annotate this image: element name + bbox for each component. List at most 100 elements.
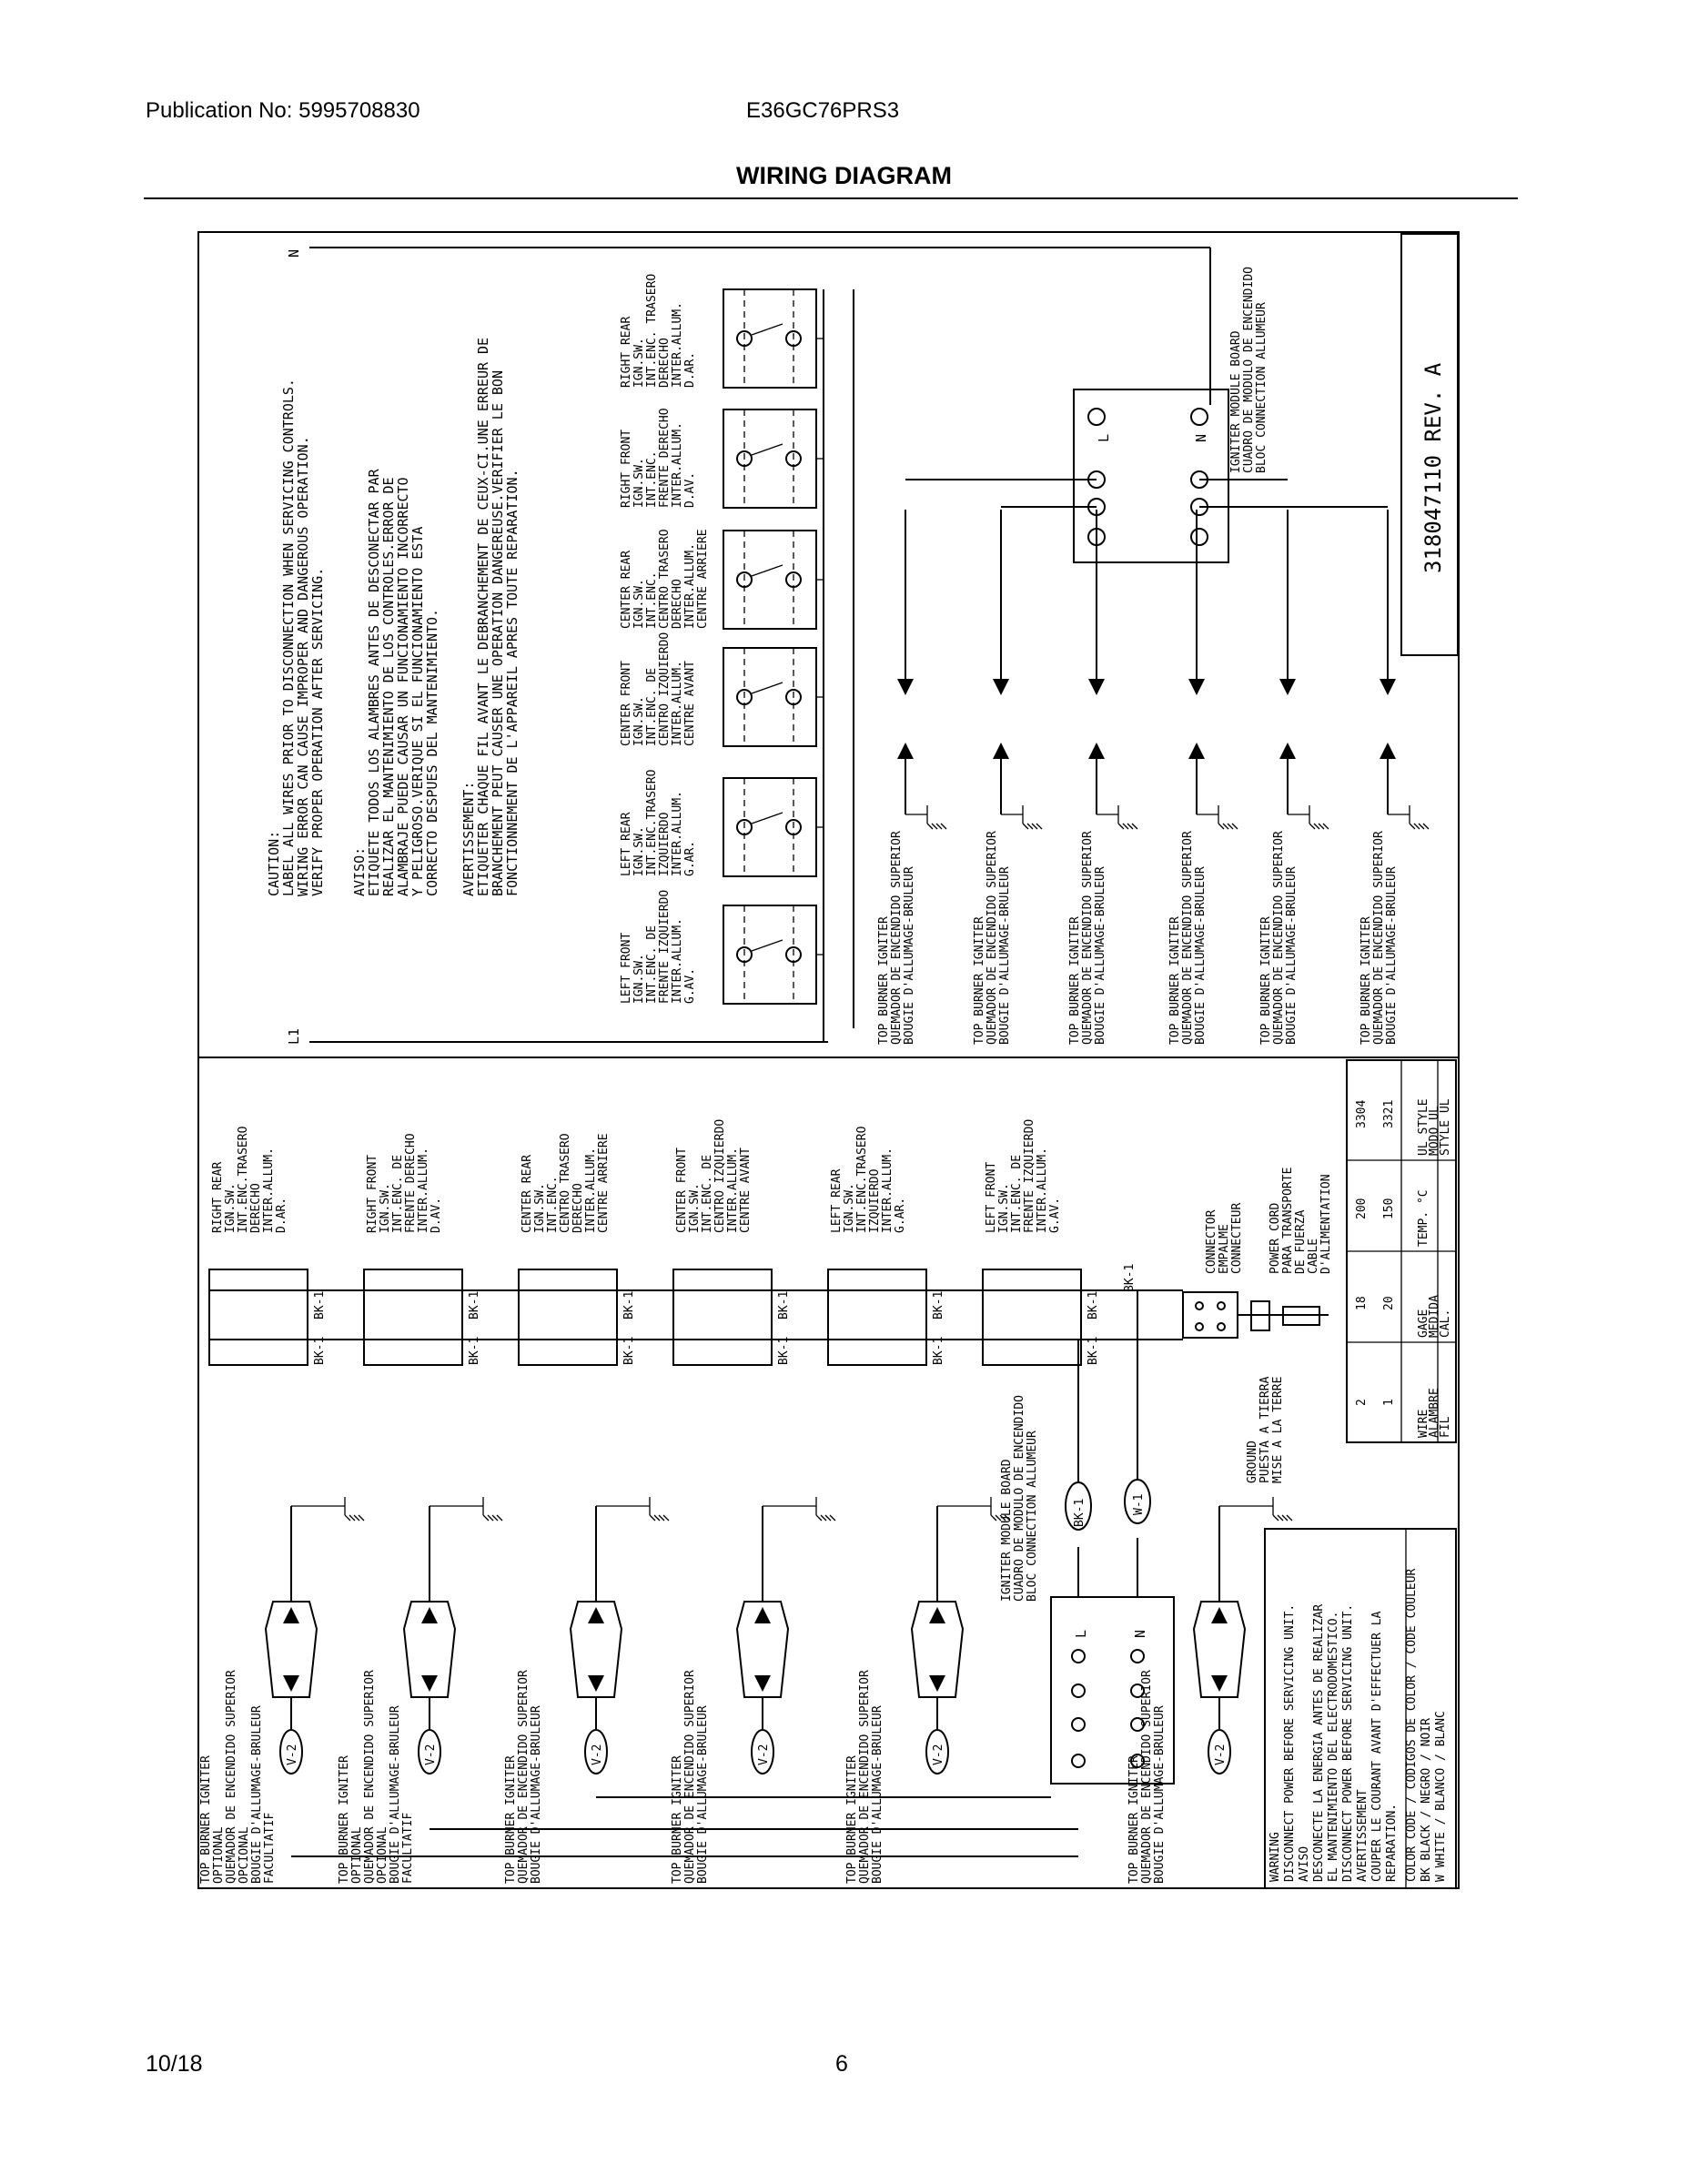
l1-label: L1	[286, 1028, 302, 1045]
connector-label-line: EMPALME	[1218, 1224, 1231, 1274]
upper-switch-label-1-line: G.AV.	[683, 968, 697, 1004]
warning-frame	[1264, 1528, 1457, 1889]
lower-igniter-label-3-line: TOP BURNER IGNITER	[504, 1755, 518, 1884]
lower-switch-label-4-line: IGN.SW.	[688, 1183, 702, 1233]
wire-val-2: 2	[1355, 1399, 1369, 1406]
v2-tag-label: V-2	[424, 1744, 438, 1765]
gage-header-line: MEDIDA	[1428, 1295, 1441, 1338]
ground-hatch	[1022, 823, 1029, 830]
gage-header-line: CAL.	[1439, 1309, 1452, 1338]
ground-hatch	[1309, 823, 1316, 830]
plug	[1282, 1306, 1320, 1326]
warning-text-line: DESCONECTE LA ENERGIA ANTES DE REALIZAR	[1312, 1604, 1326, 1882]
igniter-arrow-down	[993, 679, 1009, 695]
lower-switch-label-5-line: IZQUIERDO	[868, 1168, 882, 1233]
ground-hatch	[940, 823, 947, 830]
n-label: N	[286, 249, 302, 258]
module-terminal	[1130, 1649, 1145, 1663]
temp-val-1: 150	[1382, 1198, 1396, 1219]
lower-switch-label-3-line: DERECHO	[571, 1183, 585, 1233]
temp-header: TEMP. °C	[1417, 1189, 1430, 1247]
bk1-label: BK-1	[622, 1337, 636, 1365]
warning-text-line: AVISO	[1298, 1846, 1311, 1882]
power-cord-label-line: D'ALIMENTATION	[1319, 1174, 1333, 1274]
module-terminal	[1071, 1684, 1086, 1698]
upper-switch-label-4-line: CENTER REAR	[620, 551, 633, 629]
lower-switch-label-1-line: INTER.ALLUM.	[262, 1148, 276, 1233]
bk1-tag-label: BK-1	[1073, 1499, 1087, 1527]
wire-header-line: WIRE	[1417, 1410, 1430, 1438]
ground-hatch	[1231, 823, 1238, 830]
lower-igniter-label-1-line: TOP BURNER IGNITER	[199, 1755, 213, 1884]
lower-switch-label-2-line: FRENTE DERECHO	[404, 1133, 418, 1233]
warning-text-line: REPARATION.	[1385, 1804, 1399, 1882]
bk1-label-line: BK-1	[313, 1337, 327, 1365]
lower-igniter-label-2-line: QUEMADOR DE ENCENDIDO SUPERIOR	[363, 1670, 377, 1884]
ground-hatch	[1422, 823, 1430, 830]
bk1-label-line: BK-1	[932, 1337, 945, 1365]
warning-text-line: AVERTISSEMENT	[1356, 1789, 1370, 1882]
ground-hatch	[353, 1514, 360, 1522]
upper-switch-label-3-line: INTER.ALLUM.	[671, 661, 684, 746]
upper-module-label-line: BLOC CONNECTION ALLUMEUR	[1255, 302, 1269, 473]
ground-hatch	[662, 1514, 670, 1522]
ground-hatch	[1227, 823, 1234, 830]
switch-blade	[751, 323, 783, 336]
ground-hatch	[491, 1514, 499, 1522]
bk1-label-line: BK-1	[468, 1291, 481, 1320]
igniter-arrow-up	[283, 1607, 299, 1623]
ground-hatch	[926, 823, 934, 830]
ground-hatch	[1318, 823, 1325, 830]
upper-switch-label-2-line: INTER.ALLUM.	[671, 791, 684, 876]
igniter-ground	[905, 805, 947, 830]
lower-switch-label-1-line: IGN.SW.	[224, 1183, 238, 1233]
v2-tag	[1208, 1729, 1231, 1774]
ground-hatch	[995, 1514, 1002, 1522]
bk1-label-line: BK-1	[468, 1337, 481, 1365]
gage-header-line: GAGE	[1417, 1309, 1430, 1338]
igniter-arrow-down	[897, 679, 914, 695]
bk1-label-line: BK-1	[622, 1337, 636, 1365]
wire-header-line: FIL	[1439, 1416, 1452, 1438]
upper-switch-label-4-line: CENTRE ARRIERE	[696, 529, 710, 629]
lower-switch-label-6-line: INTER.ALLUM.	[1036, 1148, 1049, 1233]
bk1-label-line: BK-1	[1087, 1291, 1100, 1320]
igniter-body	[1192, 1601, 1247, 1698]
ground-hatch	[1281, 1514, 1289, 1522]
bk1-label: BK-1	[468, 1291, 481, 1320]
igniter-arrow-down	[588, 1675, 604, 1692]
upper-switch-label-5-line: INT.ENC.	[645, 450, 659, 508]
ground-hatch	[1413, 823, 1420, 830]
publication-number: Publication No: 5995708830	[146, 98, 420, 123]
power-cord-label-line: POWER CORD	[1269, 1203, 1282, 1274]
module-terminal	[1190, 408, 1208, 426]
upper-switch-label-6-line: RIGHT REAR	[620, 317, 633, 388]
upper-module-label-line: IGNITER MODULE BOARD	[1229, 330, 1243, 473]
upper-switch-label-4-line: DERECHO	[671, 579, 684, 629]
module-terminal	[1130, 1754, 1145, 1768]
aviso-text-line: AVISO:	[351, 847, 368, 896]
lower-switch-label-6-line: INT.ENC. DE	[1010, 1155, 1024, 1233]
wire-val-2-line: 2	[1355, 1399, 1369, 1406]
lower-igniter-label-6-line: QUEMADOR DE ENCENDIDO SUPERIOR	[1140, 1670, 1154, 1884]
igniter-ground	[461, 1497, 503, 1522]
ground-hatch	[1322, 823, 1329, 830]
upper-igniter-label-1-line: TOP BURNER IGNITER	[877, 916, 891, 1045]
temp-val-1-line: 150	[1382, 1198, 1396, 1219]
module-terminal	[1130, 1717, 1145, 1732]
switch-blade	[751, 939, 783, 952]
upper-switch-label-2-line: LEFT REAR	[620, 812, 633, 876]
igniter-ground	[1001, 805, 1043, 830]
